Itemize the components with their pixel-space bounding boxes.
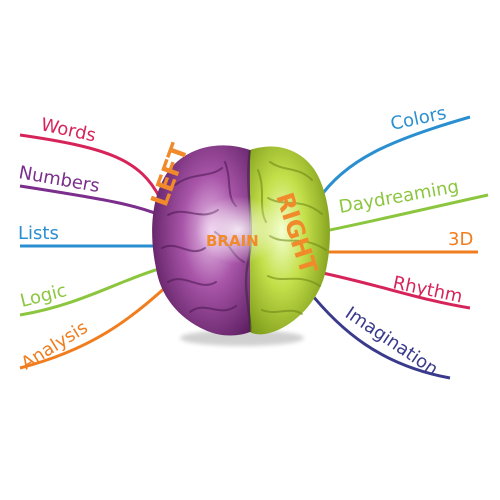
branch-line-logic — [19, 266, 163, 317]
brain: LEFT RIGHT BRAIN — [145, 139, 330, 346]
brain-center-label: BRAIN — [206, 232, 259, 250]
branch-label-3d: 3D — [448, 229, 473, 250]
branch-line-imagination — [306, 289, 451, 380]
branch-label-daydreaming: Daydreaming — [337, 176, 460, 218]
left-branches — [19, 133, 170, 370]
branch-label-imagination: Imagination — [341, 303, 442, 380]
branch-label-logic: Logic — [18, 280, 69, 312]
branch-label-words: Words — [39, 114, 98, 146]
branch-line-numbers — [19, 184, 161, 217]
branch-label-colors: Colors — [389, 103, 449, 135]
branch-label-lists: Lists — [18, 223, 59, 244]
branch-line-colors — [316, 115, 471, 201]
branch-line-analysis — [19, 283, 170, 370]
branch-label-rhythm: Rhythm — [391, 272, 464, 307]
branch-line-daydreaming — [319, 193, 489, 234]
branch-line-words — [19, 133, 162, 199]
left-branch-labels: Words Numbers Lists Logic Analysis — [17, 114, 101, 374]
brain-shadow — [180, 330, 304, 346]
brain-glow — [196, 196, 280, 264]
branch-line-rhythm — [317, 270, 471, 310]
right-branches — [306, 115, 489, 380]
